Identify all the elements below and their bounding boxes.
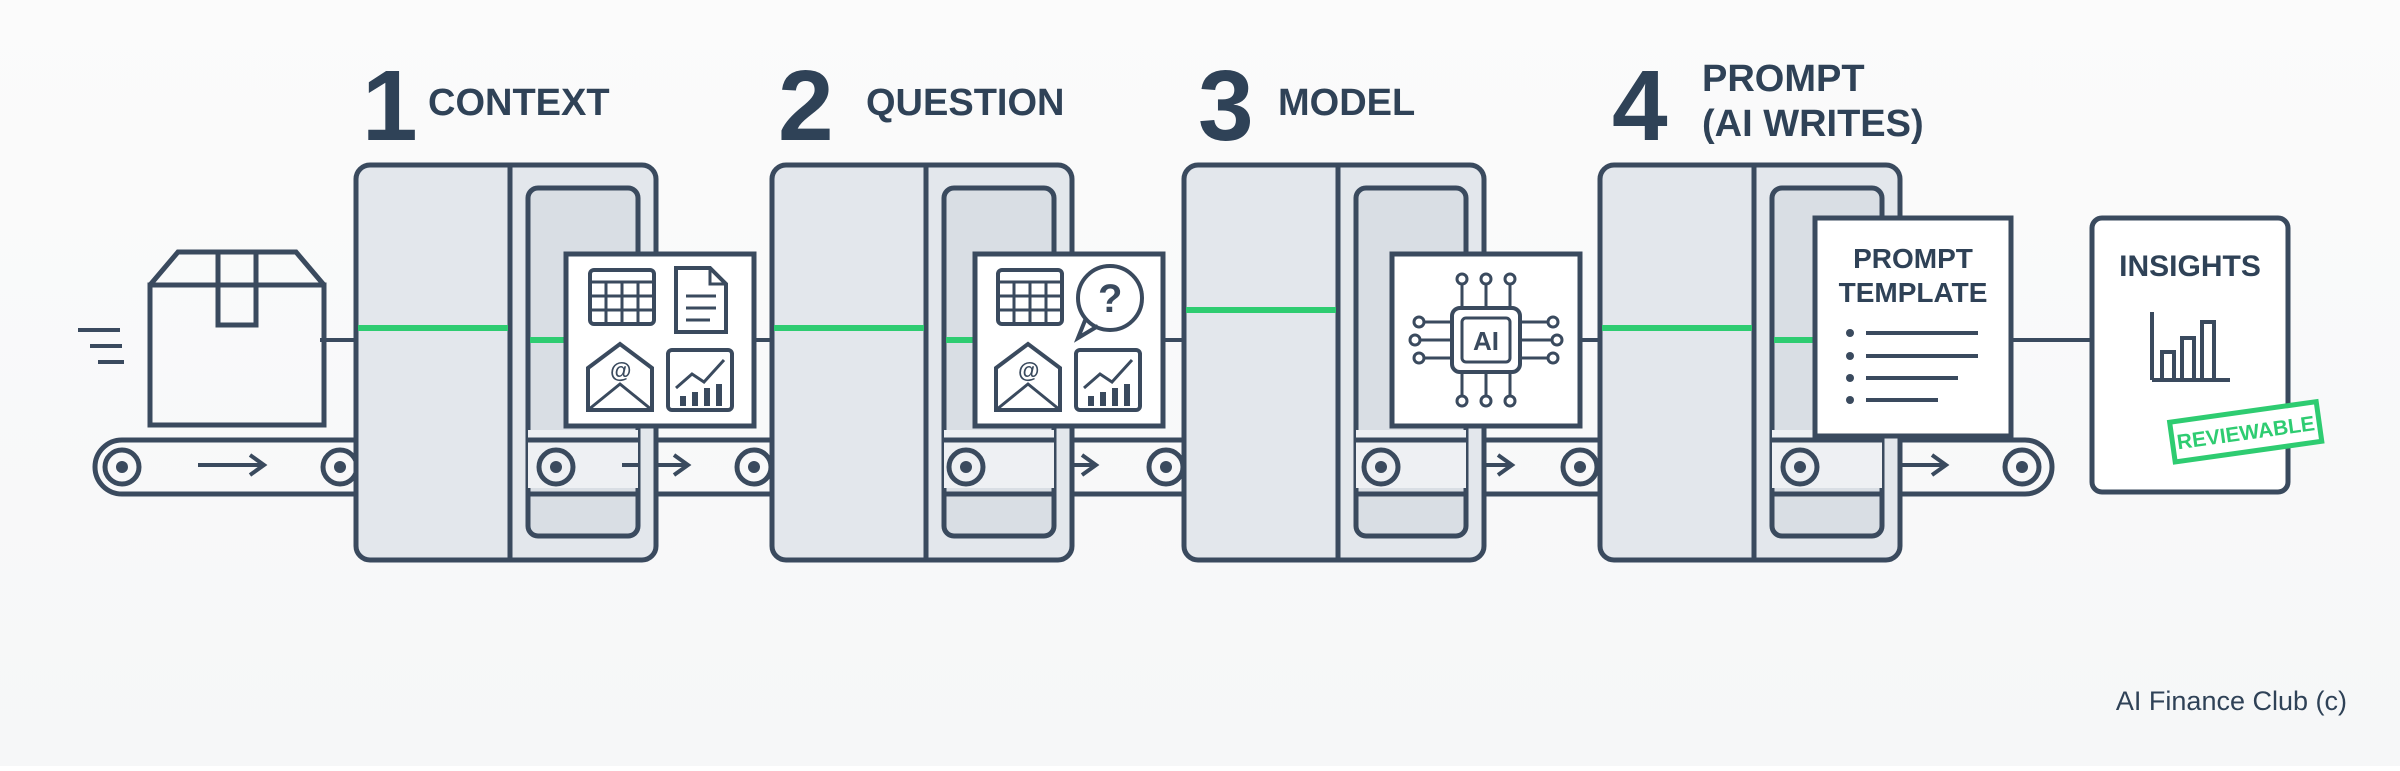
line-chart-icon	[1074, 348, 1142, 412]
spreadsheet-icon	[996, 268, 1064, 326]
line-chart-icon	[666, 348, 734, 412]
credit-text: AI Finance Club (c)	[2116, 686, 2347, 716]
roller	[1560, 447, 1600, 487]
step-3-label: MODEL	[1278, 82, 1415, 124]
step-4-heading: 4 PROMPT (AI WRITES)	[1612, 50, 1924, 162]
step-1-heading: 1 CONTEXT	[362, 50, 610, 162]
insights-card: INSIGHTS REVIEWABLE	[2089, 215, 2325, 495]
svg-text:?: ?	[1098, 277, 1122, 321]
step-4-label: PROMPT	[1702, 58, 1865, 100]
package-box-icon	[78, 249, 327, 428]
step-1-number: 1	[362, 50, 418, 162]
question-bubble-icon: ?	[1073, 264, 1144, 343]
insights-title: INSIGHTS	[2119, 250, 2261, 283]
prompt-template-title-line2: TEMPLATE	[1839, 277, 1988, 308]
svg-text:@: @	[610, 358, 631, 383]
roller	[102, 447, 142, 487]
ai-chip-icon: AI	[1408, 272, 1564, 408]
bullet-list-icon	[1846, 329, 1978, 404]
model-card: AI	[1389, 251, 1583, 429]
svg-text:@: @	[1018, 358, 1039, 383]
document-icon	[674, 266, 728, 334]
email-icon: @	[586, 341, 654, 412]
roller	[1146, 447, 1186, 487]
context-data-card: @	[563, 251, 757, 429]
roller	[2002, 447, 2042, 487]
step-1-label: CONTEXT	[428, 82, 610, 124]
chip-label: AI	[1473, 326, 1499, 356]
email-icon: @	[994, 341, 1062, 412]
prompt-template-card: PROMPT TEMPLATE	[1812, 215, 2014, 439]
step-2-heading: 2 QUESTION	[778, 50, 1064, 162]
prompt-template-title: PROMPT	[1853, 243, 1973, 274]
roller	[734, 447, 774, 487]
question-data-card: ? @	[972, 251, 1166, 429]
spreadsheet-icon	[588, 268, 656, 326]
reviewable-stamp: REVIEWABLE	[2166, 398, 2325, 465]
step-2-number: 2	[778, 50, 834, 162]
step-4-number: 4	[1612, 50, 1668, 162]
bar-chart-icon	[2150, 312, 2230, 382]
step-4-label-line2: (AI WRITES)	[1702, 103, 1924, 145]
roller	[320, 447, 360, 487]
belt-arrows	[198, 453, 1950, 477]
step-3-heading: 3 MODEL	[1198, 50, 1415, 162]
step-2-label: QUESTION	[866, 82, 1064, 124]
step-3-number: 3	[1198, 50, 1254, 162]
right-arrow-icon	[198, 453, 268, 477]
